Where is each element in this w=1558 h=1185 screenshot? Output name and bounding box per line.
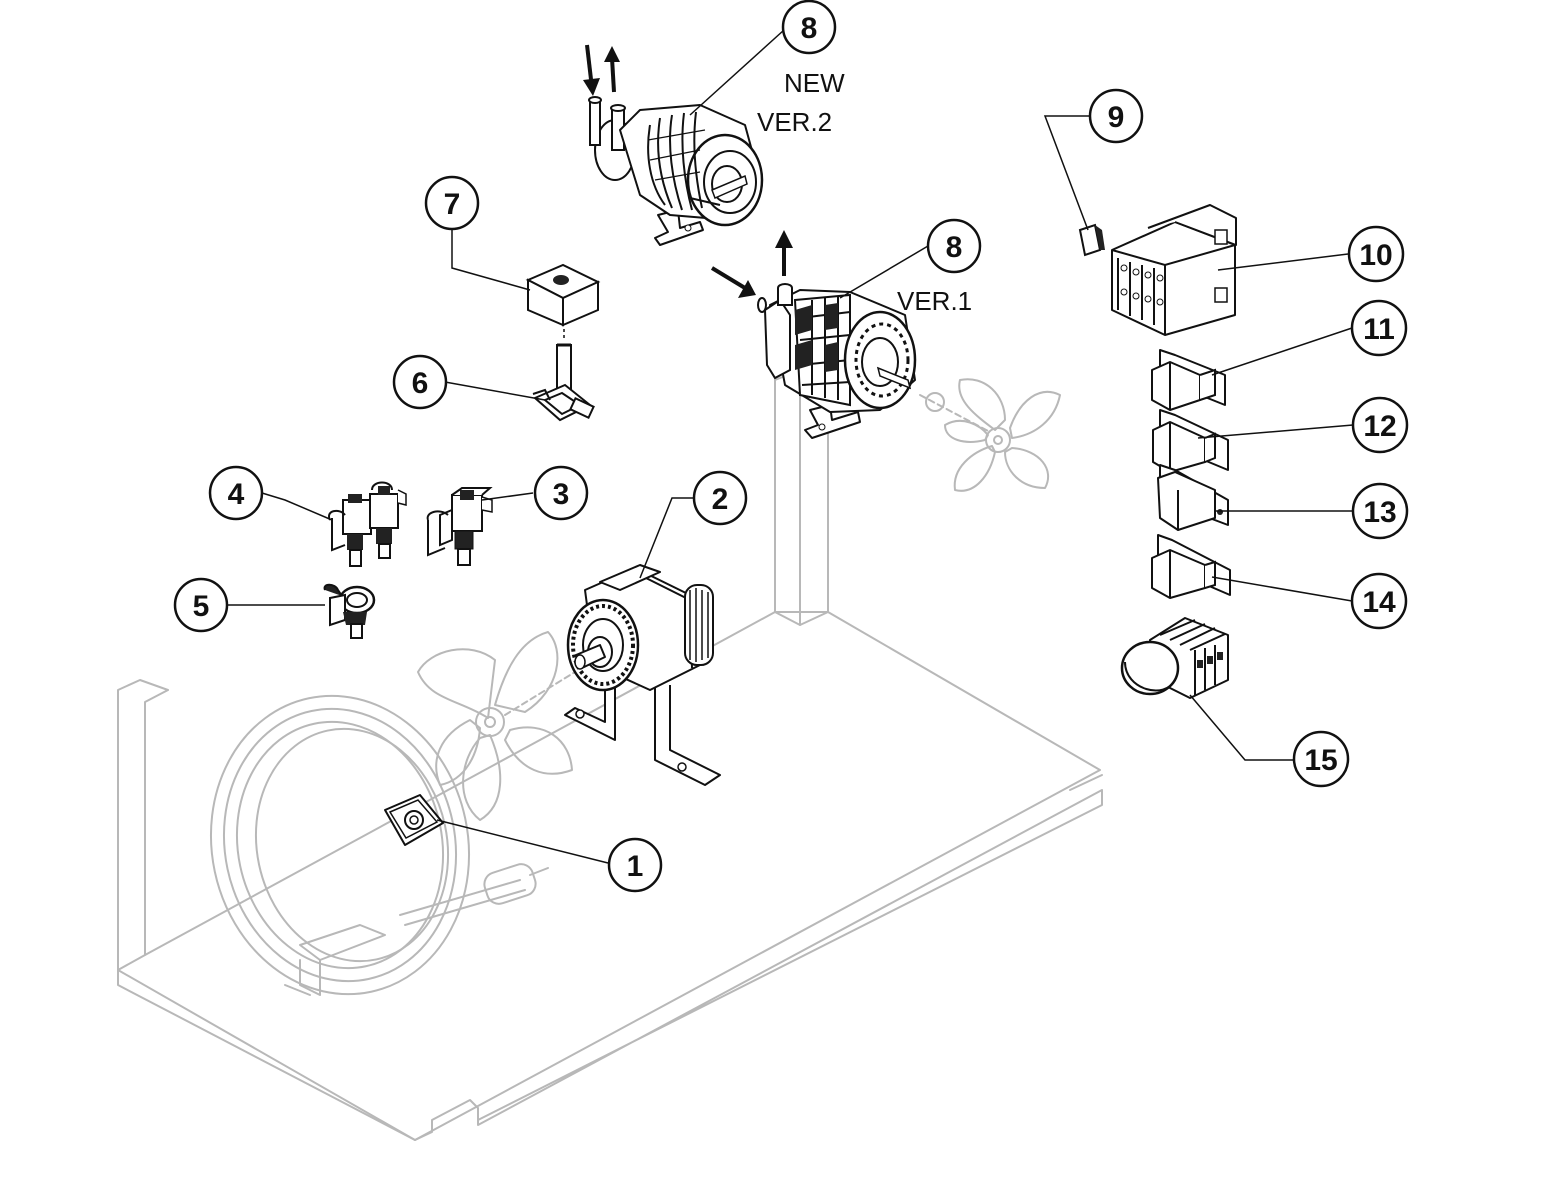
callout-6: 6 [392,354,448,410]
callout-7: 7 [424,175,480,231]
callout-2-label: 2 [712,483,729,516]
note-ver2: VER.2 [757,107,832,137]
part-2-fan-motor [564,564,721,786]
callout-12: 12 [1351,396,1409,454]
part-10-contactor [1111,204,1237,336]
callout-4: 4 [208,465,264,521]
callout-5-label: 5 [193,590,210,623]
part-7-block [525,263,601,327]
part-8-pump-ver2 [588,96,764,246]
callout-6-label: 6 [412,367,429,400]
callout-2: 2 [692,470,748,526]
note-new: NEW [784,68,845,98]
callout-9-label: 9 [1108,101,1125,134]
callout-8-ver2-label: 8 [801,12,818,45]
callout-11: 11 [1350,299,1408,357]
callout-10: 10 [1347,225,1405,283]
part-12-relay [1152,409,1229,473]
callout-1-label: 1 [627,850,644,883]
callout-15-label: 15 [1304,744,1337,777]
part-6-tee-fitting [532,327,595,422]
callout-14: 14 [1350,572,1408,630]
part-11-relay [1151,349,1226,411]
callout-13-label: 13 [1363,496,1396,529]
callout-4-label: 4 [228,478,245,511]
callout-9: 9 [1088,88,1144,144]
part-9-clip [1078,223,1105,257]
callout-7-label: 7 [444,188,461,221]
coil-ghost [209,694,549,996]
callout-8-ver1-label: 8 [946,231,963,264]
part-1-clip [384,794,444,846]
fan-upper-ghost [919,378,1061,492]
callout-3-label: 3 [553,478,570,511]
callout-15: 15 [1292,730,1350,788]
leader-lines [228,29,1354,864]
part-3-solenoid-valve [426,487,493,566]
note-ver1: VER.1 [897,286,972,316]
part-13-relay [1157,464,1229,531]
callout-13: 13 [1351,482,1409,540]
callout-3: 3 [533,465,589,521]
callout-10-label: 10 [1359,239,1392,272]
callout-5: 5 [173,577,229,633]
part-4-double-solenoid-valve [328,481,407,567]
part-15-rotary-switch [1120,617,1229,699]
callout-1: 1 [607,837,663,893]
part-14-relay [1151,534,1231,599]
callout-8-ver2: 8 [781,0,837,55]
callout-14-label: 14 [1362,586,1396,619]
flow-arrows-ver1 [710,230,793,298]
callout-8-ver1: 8 [926,218,982,274]
part-8-pump-ver1 [757,283,917,439]
part-5-inlet-valve [323,583,376,639]
flow-arrows-ver2 [583,44,620,96]
callout-11-label: 11 [1363,313,1395,346]
callout-12-label: 12 [1363,410,1396,443]
fan-lower-ghost [417,631,576,821]
